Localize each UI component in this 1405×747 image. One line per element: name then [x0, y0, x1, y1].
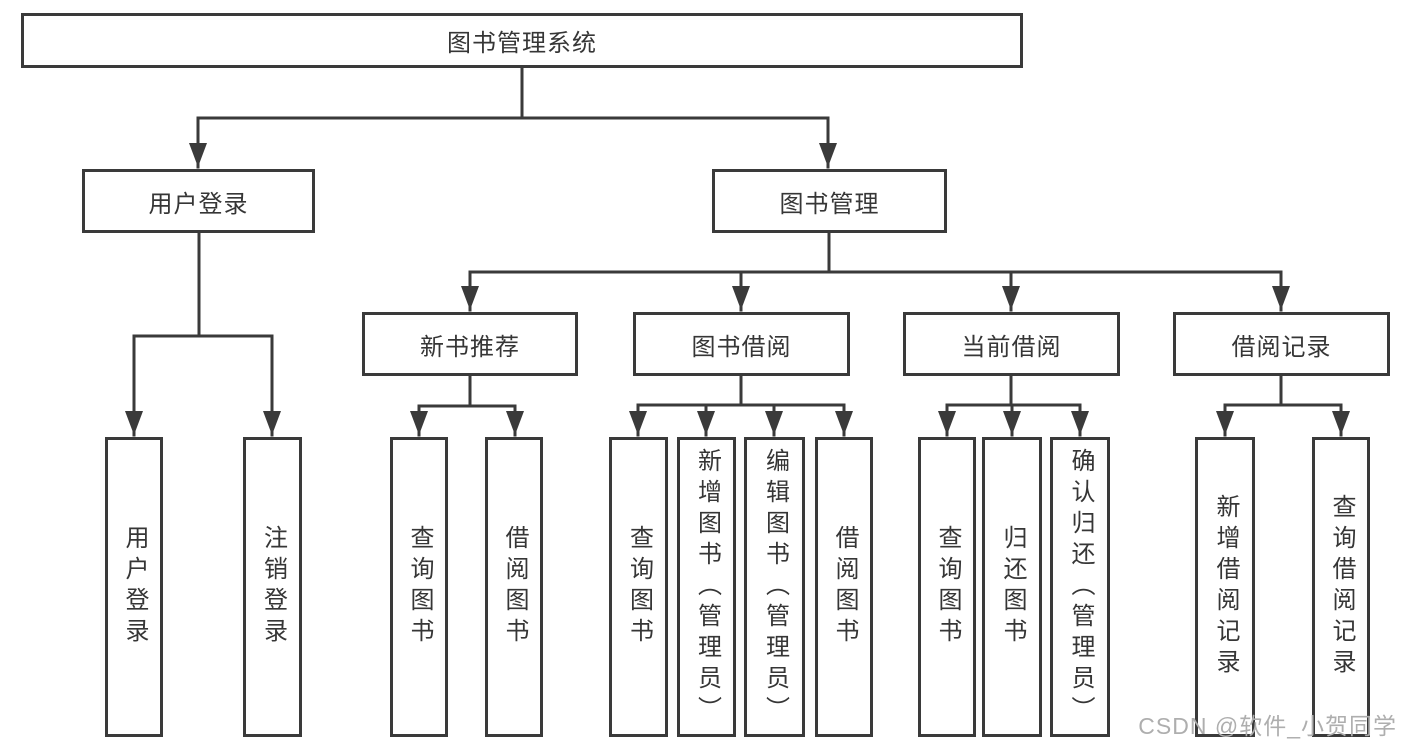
leaf-add-books-admin: 新增图书（管理员） — [677, 437, 736, 737]
leaf-edit-books-admin: 编辑图书（管理员） — [744, 437, 805, 737]
leaf-add-borrow-record: 新增借阅记录 — [1195, 437, 1255, 737]
node-book-management: 图书管理 — [712, 169, 947, 233]
leaf-logout: 注销登录 — [243, 437, 302, 737]
node-library-system: 图书管理系统 — [21, 13, 1023, 68]
node-user-login: 用户登录 — [82, 169, 315, 233]
leaf-query-books-recommend: 查询图书 — [390, 437, 448, 737]
leaf-query-books-current: 查询图书 — [918, 437, 976, 737]
node-new-book-recommend: 新书推荐 — [362, 312, 578, 376]
csdn-watermark: CSDN @软件_小贺同学 — [1138, 713, 1397, 739]
node-current-borrow: 当前借阅 — [903, 312, 1120, 376]
leaf-borrow-books: 借阅图书 — [815, 437, 873, 737]
leaf-confirm-return-admin: 确认归还（管理员） — [1050, 437, 1110, 737]
leaf-query-books-borrow: 查询图书 — [609, 437, 668, 737]
node-book-borrow: 图书借阅 — [633, 312, 850, 376]
leaf-return-books: 归还图书 — [982, 437, 1042, 737]
leaf-query-borrow-record: 查询借阅记录 — [1312, 437, 1370, 737]
node-borrow-record: 借阅记录 — [1173, 312, 1390, 376]
leaf-borrow-books-recommend: 借阅图书 — [485, 437, 543, 737]
leaf-user-login: 用户登录 — [105, 437, 163, 737]
